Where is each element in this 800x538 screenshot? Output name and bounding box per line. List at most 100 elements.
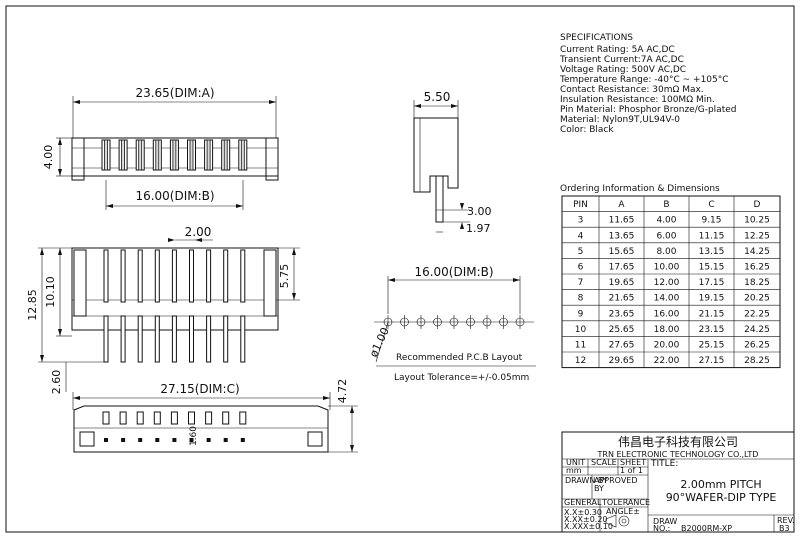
tolerance-1: X.X±0.30: [564, 508, 602, 517]
draw-no-label: DRAW: [653, 517, 677, 526]
bottom-slot: [222, 411, 230, 425]
table-cell: 12: [575, 356, 586, 366]
bottom-pin: [172, 438, 177, 442]
top-view-pins: [101, 139, 248, 171]
pcb-caption: Recommended P.C.B Layout: [396, 353, 523, 363]
table-cell: 20.00: [654, 341, 680, 351]
arrow: [236, 204, 243, 208]
tolerance-3: X.XXX±0.10: [564, 522, 613, 531]
table-cell: 4.00: [656, 216, 676, 226]
tolerance-label: TOLERANCE: [601, 498, 650, 507]
dim-a-label: 23.65(DIM:A): [135, 86, 214, 100]
h-575-label: 5.75: [278, 264, 291, 289]
spec-line: Voltage Rating: 500V AC,DC: [560, 65, 686, 75]
front-pin-lower: [240, 315, 246, 363]
spec-line: Transient Current:7A AC,DC: [559, 55, 684, 65]
table-cell: 22.00: [654, 356, 680, 366]
sheet-value: 1 of 1: [620, 466, 643, 475]
spec-heading: SPECIFICATIONS: [560, 33, 633, 43]
arrow: [350, 406, 354, 413]
unit-value: mm: [566, 466, 582, 475]
front-pin-upper: [137, 249, 143, 303]
sheet-border: [5, 5, 795, 533]
latch-right: [307, 431, 323, 447]
general-label: GENERAL: [564, 498, 602, 507]
bottom-view-pins: [102, 411, 247, 442]
table-cell: 8: [578, 294, 584, 304]
bottom-slot: [153, 411, 161, 425]
table-cell: 26.25: [744, 341, 770, 351]
h-1010-label: 10.10: [44, 276, 57, 308]
table-cell: 29.65: [609, 356, 635, 366]
table-cell: 15.65: [609, 247, 635, 257]
bottom-housing: [73, 405, 329, 453]
title-label: TITLE:: [650, 459, 678, 469]
table-cell: 15.15: [699, 263, 725, 273]
rev-label: REV.: [777, 516, 795, 525]
pcb-holes: [383, 315, 525, 329]
arrow: [168, 238, 175, 242]
arrow: [350, 445, 354, 452]
height-4-label: 4.00: [42, 145, 55, 170]
table-cell: 6: [578, 263, 584, 273]
side-housing: [413, 117, 459, 193]
approved-by-label-2: BY: [594, 484, 604, 493]
bottom-slot: [119, 411, 127, 425]
arrow: [513, 278, 520, 282]
table-cell: 24.25: [744, 325, 770, 335]
bottom-pin: [240, 438, 245, 442]
table-cell: 27.65: [609, 341, 635, 351]
top-pin-contact: [104, 139, 108, 171]
draw-no-value: B2000RM-XP: [681, 524, 732, 533]
front-pin-lower: [103, 315, 109, 363]
pcb-layout: 16.00(DIM:B) ø1.00 Recommended P.C.B Lay…: [367, 265, 536, 383]
bottom-pin: [206, 438, 211, 442]
front-pin-upper: [189, 249, 194, 303]
angle-label: ANGLE±: [606, 507, 640, 516]
arrow: [106, 204, 113, 208]
arrow: [292, 248, 296, 255]
side-300-label: 3.00: [467, 205, 492, 218]
table-cell: 16.00: [654, 309, 680, 319]
bottom-slot: [136, 411, 144, 425]
bottom-slot: [239, 411, 247, 425]
front-pin-lower: [206, 315, 212, 363]
table-cell: 10.00: [654, 263, 680, 273]
table-cell: 19.65: [609, 278, 635, 288]
bottom-view: 27.15(DIM:C) 4.72 1.60: [72, 379, 358, 453]
bottom-slot: [102, 411, 110, 425]
bottom-slot: [170, 411, 178, 425]
table-cell: 23.65: [609, 309, 635, 319]
table-header-cell: A: [618, 200, 625, 210]
sheet-label: SHEET: [620, 458, 646, 467]
company-name-en: TRN ELECTRONIC TECHNOLOGY CO.,LTD: [597, 450, 759, 459]
bottom-pin: [138, 438, 143, 442]
arrow: [40, 355, 44, 362]
rev-value: B3: [779, 524, 790, 533]
table-cell: 9: [578, 309, 584, 319]
table-cell: 6.00: [656, 231, 676, 241]
hole-diameter-label: ø1.00: [367, 325, 392, 359]
tolerance-2: X.XX±0.20: [564, 515, 608, 524]
bottom-pin: [104, 438, 108, 442]
latch-left: [79, 431, 95, 447]
table-cell: 17.15: [699, 278, 725, 288]
arrow: [40, 248, 44, 255]
arrow: [73, 396, 80, 400]
table-cell: 11.15: [699, 231, 725, 241]
dim-c-label: 27.15(DIM:C): [160, 382, 239, 396]
bottom-slot: [188, 411, 195, 425]
table-cell: 17.65: [609, 263, 635, 273]
table-cell: 27.15: [699, 356, 725, 366]
top-pin-contact: [155, 139, 160, 171]
arrow: [451, 104, 458, 108]
title-block-frame: [561, 431, 795, 533]
top-pin-contact: [206, 139, 211, 171]
table-header-cell: B: [663, 200, 669, 210]
table-cell: 22.25: [744, 309, 770, 319]
draw-no-label-2: NO.:: [653, 524, 670, 533]
bottom-pin: [155, 438, 160, 442]
